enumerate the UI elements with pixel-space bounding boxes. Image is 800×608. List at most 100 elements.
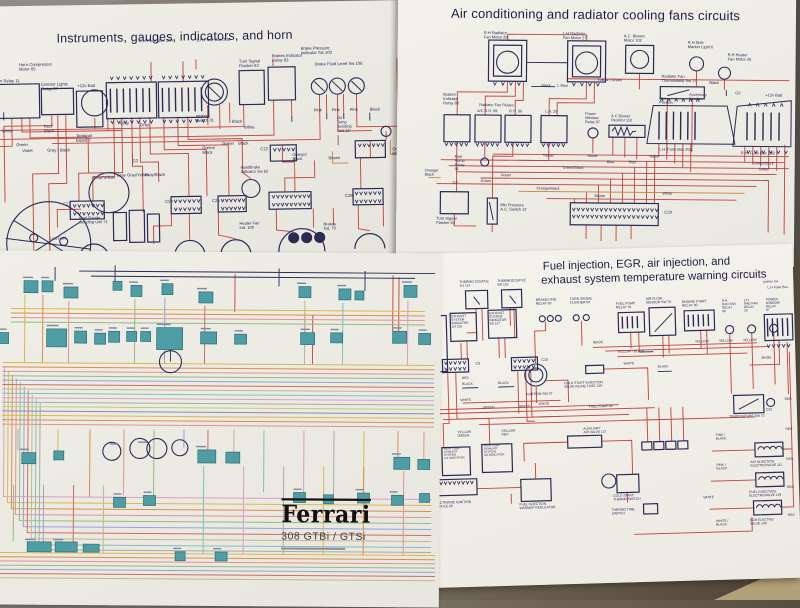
label-stub — [20, 449, 29, 450]
bus-wire — [2, 420, 434, 423]
connector-pins — [572, 83, 599, 86]
diagram-label: Pink — [314, 107, 323, 112]
diagram-label: R.H Fuse Box 20A — [139, 38, 174, 44]
component-box — [235, 334, 247, 344]
component-circle — [481, 158, 489, 166]
diagram-label: FUEL PUMP 85 — [589, 404, 613, 409]
component-detail — [489, 202, 493, 220]
component-box — [22, 453, 36, 464]
diagram-label: COLD START INJECTIONVALVE INLINE FUSE 13… — [564, 380, 604, 389]
label-stub — [301, 329, 310, 330]
diagram-label: Yellow — [649, 154, 660, 158]
component-box — [226, 452, 240, 463]
diagram-label: EXHAUSTSYSTEMINDICATOR5/8 127 — [489, 311, 507, 326]
fuse-bars — [659, 112, 695, 140]
component-circle — [547, 315, 553, 321]
bus-wire — [203, 466, 204, 554]
component-box — [131, 285, 142, 296]
component-box — [418, 459, 430, 469]
diagram-label: PINK /BLACK — [716, 463, 728, 471]
component-box — [175, 552, 185, 561]
bus-wire — [2, 424, 434, 427]
component-detail — [510, 296, 516, 304]
connector-pins — [221, 207, 245, 210]
component-box — [127, 331, 137, 341]
wire — [781, 479, 794, 507]
diagram-label: FUEL INJECTIONELECTROVALVE 119 — [749, 489, 781, 497]
component-box — [419, 333, 431, 344]
component-detail — [612, 127, 636, 135]
component-detail — [758, 446, 782, 450]
component-box — [568, 435, 602, 448]
component-box — [419, 493, 429, 502]
diagram-label: A/C R.H. 99 — [477, 109, 497, 113]
wire — [683, 407, 684, 441]
component-box — [475, 115, 501, 142]
label-stub — [337, 285, 346, 286]
fuse-bars — [162, 87, 201, 112]
connector-pins — [514, 365, 535, 369]
diagram-label: +12v Batt — [77, 83, 96, 88]
wire — [514, 308, 515, 338]
component-box — [109, 331, 120, 342]
label-stub — [196, 446, 206, 447]
diagram-label: Gray/Black — [145, 172, 166, 177]
diagram-label: Gray/Yellow — [93, 175, 116, 180]
diagram-label: Green — [759, 167, 770, 171]
connector-pins — [506, 143, 529, 146]
component-circle — [770, 324, 778, 332]
component-box — [301, 333, 315, 345]
diagram-label: TURN SIGNALFLASHER 63 — [570, 296, 593, 304]
diagram-label: Gray — [140, 122, 150, 127]
component-circle — [631, 50, 649, 68]
diagram-label: BrakesInd. 70 — [323, 221, 336, 231]
component-detail — [667, 90, 689, 96]
diagram-label: AIR FLOWSENSOR SW 70 — [646, 296, 672, 304]
gauge-arc — [355, 233, 385, 248]
diagram-label: RED — [788, 513, 796, 517]
component-box — [654, 441, 664, 449]
component-box — [465, 290, 487, 309]
diagram-label: G3 — [132, 158, 138, 163]
wire — [593, 343, 757, 348]
component-detail — [314, 81, 324, 91]
wire — [604, 368, 649, 401]
diagram-label: Yellow / Green — [597, 78, 622, 82]
diagram-label: WHITE — [460, 398, 472, 402]
diagram-label: WHITE — [539, 402, 551, 406]
diagram-label: YELLOWGREEN — [457, 430, 472, 438]
label-stub — [331, 329, 339, 330]
connector-pins — [272, 195, 310, 199]
wire — [647, 408, 648, 442]
component-detail — [647, 105, 735, 144]
diagram-label: C24 — [165, 199, 173, 204]
component-circle — [575, 52, 597, 74]
diagram-label: Brakes IndicatorRelay 93 — [272, 53, 303, 63]
component-box — [444, 115, 470, 142]
component-box — [642, 442, 652, 450]
wire — [581, 321, 582, 346]
diagram-label: BEIGE — [593, 340, 604, 344]
wire — [467, 341, 468, 359]
component-detail — [351, 81, 361, 91]
bus-wire — [11, 313, 425, 316]
label-stub — [294, 489, 302, 490]
component-box — [113, 212, 126, 240]
diagram-label: Orange/Black — [425, 169, 440, 177]
diagram-label: C22 — [260, 146, 268, 151]
label-stub — [144, 491, 152, 492]
component-box — [76, 91, 103, 127]
diagram-label: Exterior LightsRelay 67 — [41, 81, 68, 91]
wire — [454, 214, 476, 226]
wire — [443, 414, 629, 419]
wire — [602, 440, 633, 475]
diagram-label: Red — [629, 160, 636, 164]
bus-wire — [2, 398, 434, 401]
diagram-label: COLD STARTTHERMOSWITCH — [613, 493, 641, 501]
diagram-label: BLACK — [658, 364, 670, 368]
component-box — [198, 450, 216, 463]
component-circle — [103, 442, 121, 460]
diagram-label: C22 — [766, 407, 772, 411]
